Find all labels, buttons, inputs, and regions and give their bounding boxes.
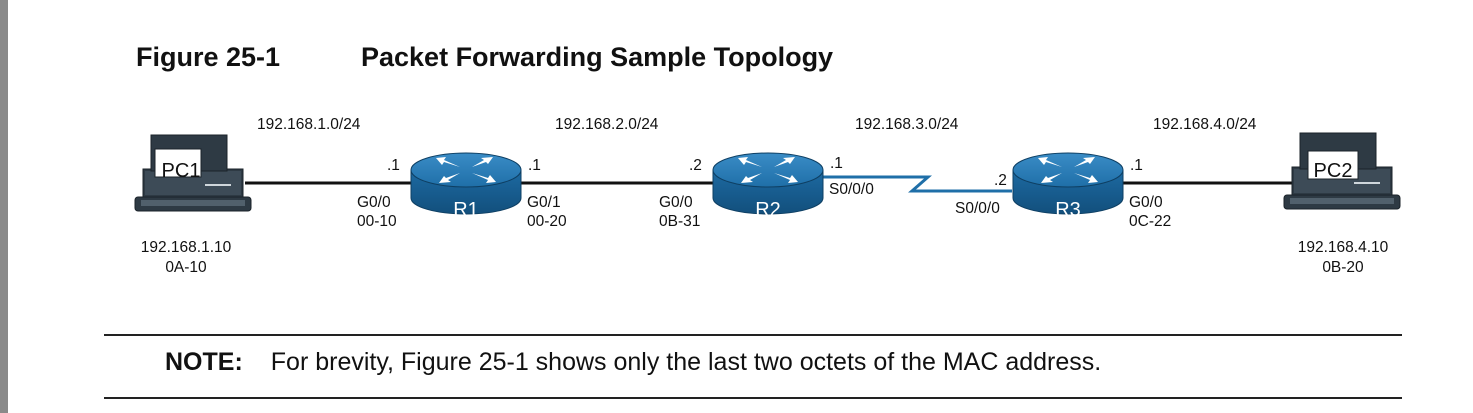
pc2-label: PC2 (1314, 160, 1353, 182)
pc2-ip: 192.168.4.10 (1297, 239, 1389, 256)
r1-left-host: .1 (387, 157, 400, 174)
r1-left-mac: 00-10 (357, 213, 397, 230)
r2-left-host: .2 (689, 157, 702, 174)
r2-right-interface: S0/0/0 (829, 181, 874, 198)
pc1-mac: 0A-10 (165, 259, 207, 276)
note-top-rule (104, 334, 1402, 336)
network-label: 192.168.4.0/24 (1153, 116, 1257, 133)
note-text: For brevity, Figure 25-1 shows only the … (270, 348, 1102, 376)
r3-right-interface: G0/0 (1129, 194, 1163, 211)
figure-number: Figure 25-1 (136, 42, 281, 72)
pc2-mac: 0B-20 (1322, 259, 1364, 276)
r3-right-host: .1 (1130, 157, 1143, 174)
r1-left-interface: G0/0 (357, 194, 391, 211)
note-label: NOTE: (165, 348, 243, 376)
note-bottom-rule (104, 397, 1402, 399)
r1-right-mac: 00-20 (527, 213, 567, 230)
pc1-label: PC1 (162, 160, 201, 182)
r1-right-host: .1 (528, 157, 541, 174)
network-label: 192.168.2.0/24 (555, 116, 659, 133)
r1-right-interface: G0/1 (527, 194, 561, 211)
router-r3-label: R3 (1055, 199, 1081, 221)
pc2-icon (1283, 132, 1401, 210)
r2-left-mac: 0B-31 (659, 213, 701, 230)
r3-right-mac: 0C-22 (1129, 213, 1172, 230)
pc1-ip: 192.168.1.10 (140, 239, 232, 256)
network-label: 192.168.1.0/24 (257, 116, 361, 133)
pc1-icon (134, 134, 252, 212)
router-r2-label: R2 (755, 199, 781, 221)
figure-title: Packet Forwarding Sample Topology (361, 42, 834, 72)
network-label: 192.168.3.0/24 (855, 116, 959, 133)
r3-left-host: .2 (994, 172, 1007, 189)
figure-caption: Figure 25-1 Packet Forwarding Sample Topo… (136, 42, 833, 73)
r2-left-interface: G0/0 (659, 194, 693, 211)
router-r1-label: R1 (453, 199, 479, 221)
note-block: NOTE: For brevity, Figure 25-1 shows only… (165, 348, 1101, 377)
link-r2-r3-serial (820, 175, 1012, 193)
page-left-border (0, 0, 8, 413)
r3-left-interface: S0/0/0 (955, 200, 1000, 217)
r2-right-host: .1 (830, 155, 843, 172)
